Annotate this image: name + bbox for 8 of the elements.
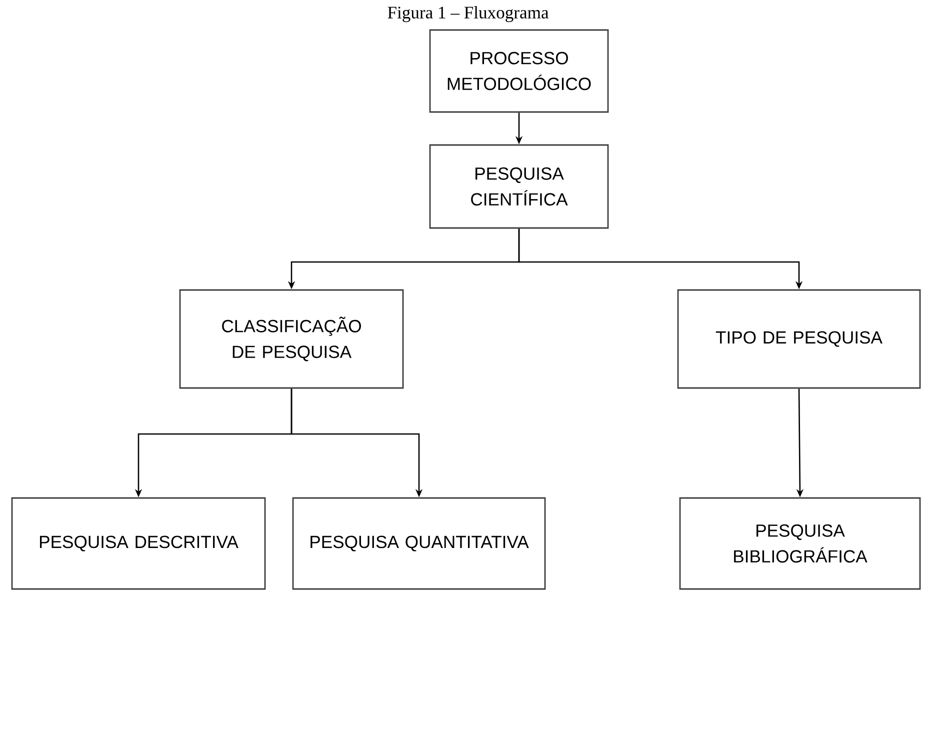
process-box: PESQUISA BIBLIOGRÁFICA bbox=[679, 497, 921, 590]
process-box: PESQUISA DESCRITIVA bbox=[11, 497, 266, 590]
process-box: TIPO DE PESQUISA bbox=[677, 289, 921, 389]
process-box: CLASSIFICAÇÃO DE PESQUISA bbox=[179, 289, 404, 389]
process-box: PESQUISA QUANTITATIVA bbox=[292, 497, 546, 590]
process-box: PROCESSO METODOLÓGICO bbox=[429, 29, 609, 113]
figure-title: Figura 1 – Fluxograma bbox=[388, 6, 549, 22]
process-box: PESQUISA CIENTÍFICA bbox=[429, 144, 609, 229]
